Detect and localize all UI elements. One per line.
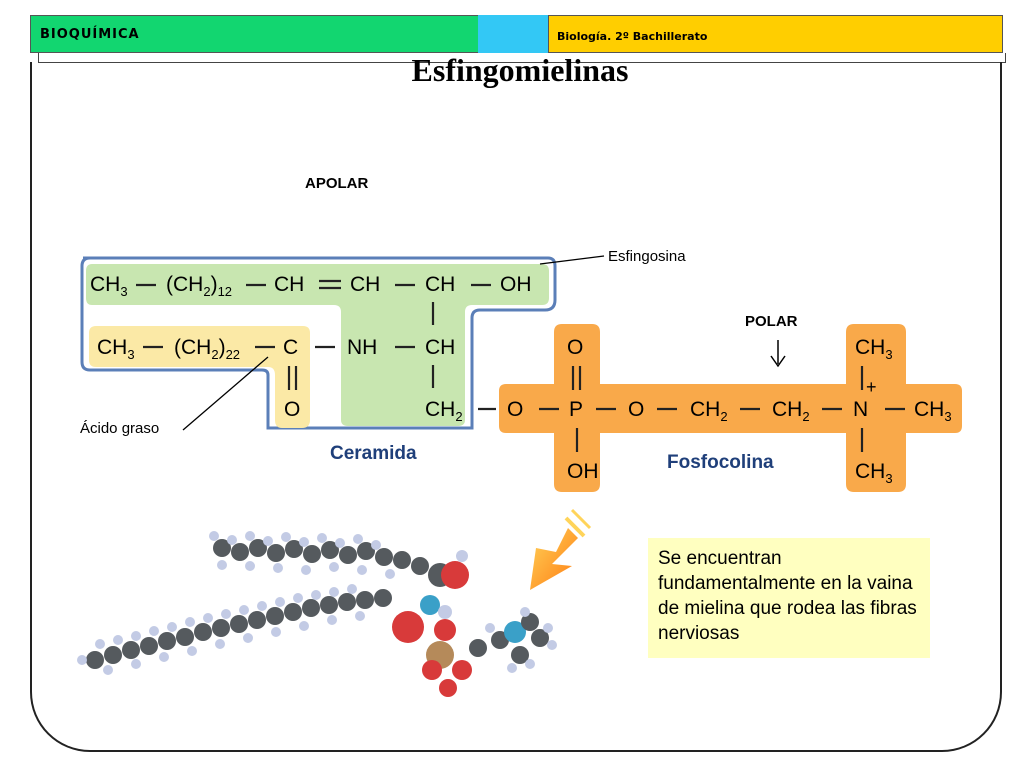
esfingosina-label: Esfingosina	[608, 248, 686, 265]
carbonyl-o: O	[284, 398, 301, 421]
positive-charge: +	[866, 377, 877, 397]
esfingosina-leader	[539, 255, 605, 265]
row2-c: C	[283, 336, 299, 359]
row1-ch-a: CH	[274, 273, 305, 296]
info-note: Se encuentran fundamentalmente en la vai…	[648, 538, 930, 658]
row1-ch-c: CH	[425, 273, 456, 296]
row1-ch3: CH3	[90, 273, 128, 300]
header-subject-label: BIOQUÍMICA	[40, 27, 140, 42]
choline-o: O	[628, 398, 645, 421]
slide-title: Esfingomielinas	[411, 52, 629, 88]
pointer-arrow	[530, 508, 592, 590]
phosphate-o-top: O	[567, 336, 584, 359]
header-left-band	[30, 15, 480, 53]
acido-graso-label: Ácido graso	[80, 420, 160, 437]
ester-o: O	[507, 398, 524, 421]
n-ch3-bottom: CH3	[855, 460, 893, 487]
row1-oh: OH	[500, 273, 532, 296]
space-filling-model	[77, 531, 557, 697]
phosphate-oh: OH	[567, 460, 599, 483]
acido-graso-leader	[182, 356, 269, 431]
row2-nh: NH	[347, 336, 378, 359]
choline-ch2-a: CH2	[690, 398, 728, 425]
apolar-label: APOLAR	[305, 175, 369, 192]
row2-ch2-22: (CH2)22	[174, 336, 241, 363]
header-right-band	[548, 15, 1003, 53]
bonds	[136, 279, 905, 452]
phosphorus: P	[569, 398, 584, 421]
n-ch3-right: CH3	[914, 398, 952, 425]
header-course-label: Biología. 2º Bachillerato	[557, 30, 708, 43]
fatty-acid-region	[89, 326, 310, 428]
row2-ch3: CH3	[97, 336, 135, 363]
head-group	[392, 550, 557, 697]
header-accent-block	[478, 15, 548, 58]
upper-chain	[213, 539, 429, 575]
row1-ch2-12: (CH2)12	[166, 273, 233, 300]
ceramida-label: Ceramida	[330, 443, 417, 464]
header-rule	[38, 53, 1006, 63]
row1-ch-b: CH	[350, 273, 381, 296]
lower-chain	[86, 589, 392, 669]
choline-ch2-b: CH2	[772, 398, 810, 425]
fosfocolina-label: Fosfocolina	[667, 452, 774, 473]
ceramide-outline	[80, 256, 557, 430]
lower-hydrogens	[77, 584, 365, 675]
slide-frame	[30, 62, 1002, 752]
phosphocholine-region	[499, 324, 962, 492]
upper-hydrogens	[209, 531, 395, 579]
ch2-link: CH2	[425, 398, 463, 425]
polar-label: POLAR	[745, 313, 798, 330]
n-ch3-top: CH3	[855, 336, 893, 363]
polar-arrowhead	[770, 355, 786, 368]
nitrogen: N	[853, 398, 869, 421]
row2-ch: CH	[425, 336, 456, 359]
